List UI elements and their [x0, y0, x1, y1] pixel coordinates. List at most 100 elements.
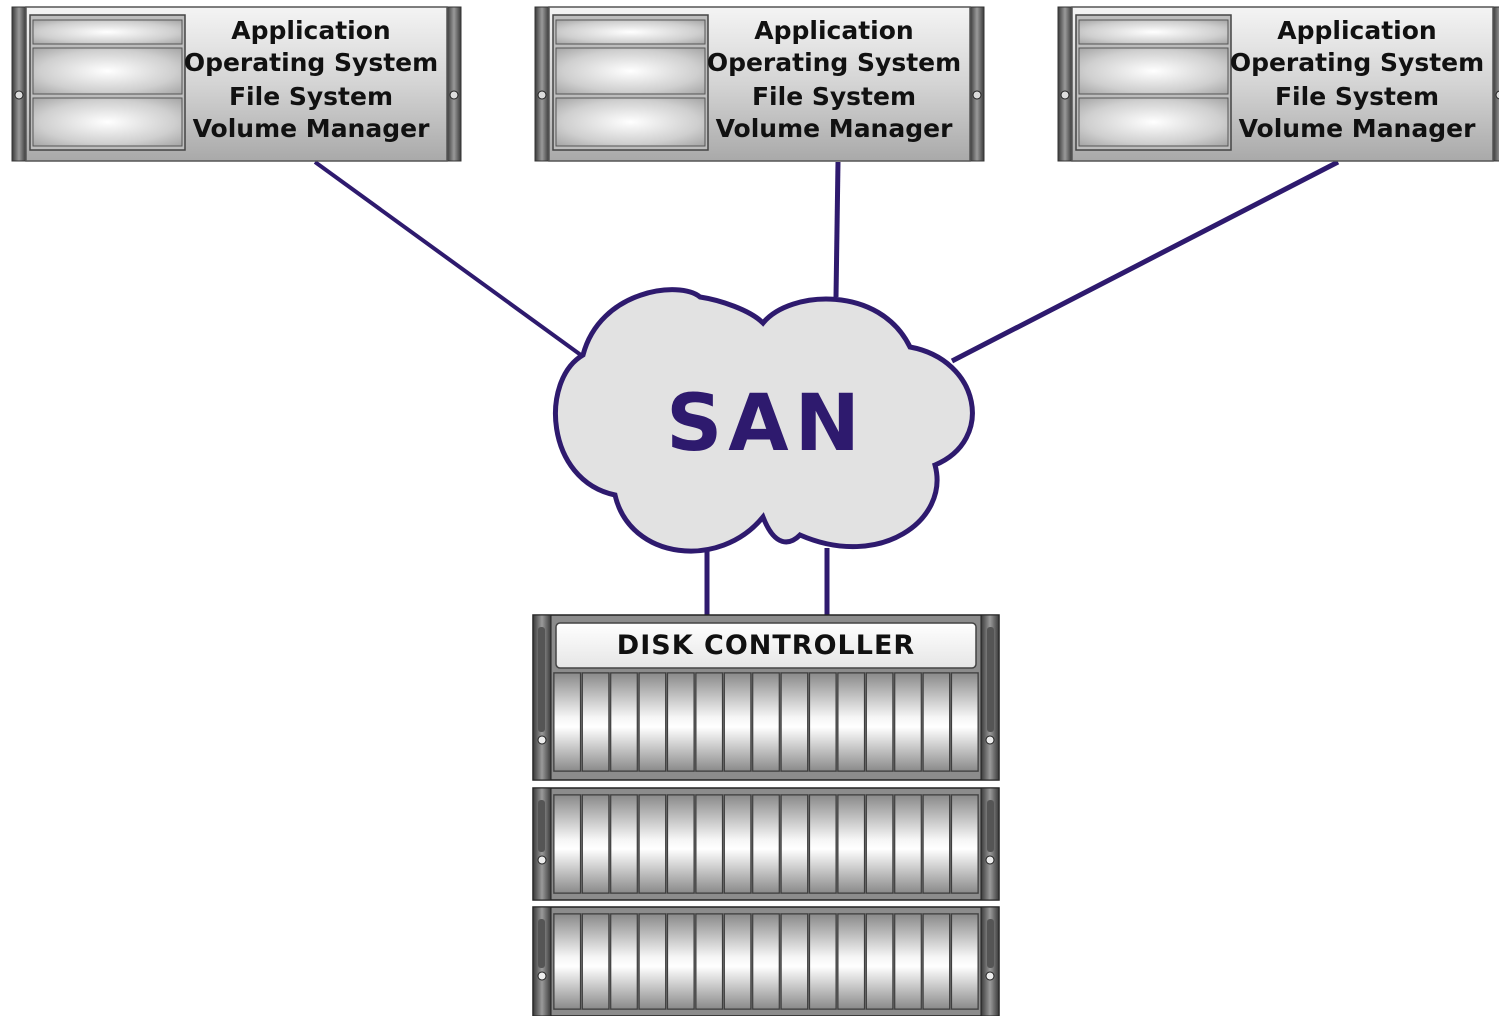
drive-bay-slot: [555, 97, 706, 147]
drive-bay-slot: [32, 97, 183, 147]
disk-shelf-2: [532, 787, 1000, 901]
disk-drive: [922, 794, 951, 894]
server-label-file-system: File System: [1275, 82, 1439, 111]
san-label: SAN: [666, 379, 866, 469]
server-label-application: Application: [231, 16, 390, 45]
disk-drive: [780, 794, 809, 894]
disk-drive: [695, 794, 723, 894]
drive-bay-slot: [1078, 19, 1229, 45]
disk-drive: [553, 794, 581, 894]
rack-screw-icon: [985, 855, 995, 865]
server-label-volume-manager: Volume Manager: [193, 114, 430, 143]
server-label-application: Application: [1277, 16, 1436, 45]
rack-ear-right: [446, 6, 462, 162]
rack-screw-icon: [1495, 90, 1499, 100]
server-label-volume-manager: Volume Manager: [716, 114, 953, 143]
rack-screw-icon: [537, 971, 547, 981]
shelf-handle-left: [538, 627, 545, 732]
shelf-handle-left: [538, 919, 545, 968]
disk-drive: [894, 794, 922, 894]
link-server-2-to-san: [833, 161, 841, 298]
rack-ear-left: [534, 6, 550, 162]
disk-drive: [780, 672, 809, 772]
rack-ear-right: [969, 6, 985, 162]
server-label-operating-system: Operating System: [707, 48, 961, 77]
disk-drive: [837, 794, 865, 894]
drive-bay-slot: [32, 47, 183, 95]
disk-drive: [752, 672, 780, 772]
disk-drive: [553, 672, 581, 772]
drive-bay-slot: [1078, 97, 1229, 147]
disk-drive: [922, 672, 951, 772]
drive-bay-slot: [32, 19, 183, 45]
shelf-handle-right: [987, 627, 994, 732]
link-server-1-to-san: [313, 160, 587, 360]
rack-ear-left: [11, 6, 27, 162]
shelf-handle-right: [987, 919, 994, 968]
server-label-file-system: File System: [229, 82, 393, 111]
disk-drive: [837, 672, 865, 772]
network-links: [313, 159, 1340, 616]
rack-ear-right: [1492, 6, 1499, 162]
rack-ear-left: [1057, 6, 1073, 162]
rack-screw-icon: [1060, 90, 1070, 100]
disk-drive: [638, 672, 667, 772]
disk-drive: [809, 794, 837, 894]
disk-drive: [610, 913, 638, 1010]
drive-bay-slot: [1078, 47, 1229, 95]
server-label-volume-manager: Volume Manager: [1239, 114, 1476, 143]
disk-drive: [809, 672, 837, 772]
disk-drive: [865, 794, 894, 894]
disk-drive: [951, 913, 979, 1010]
shelf-handle-right: [987, 800, 994, 852]
controller-label-plate: [555, 622, 977, 669]
disk-drive: [667, 672, 695, 772]
disk-shelf-3: [532, 906, 1000, 1016]
disk-drive: [581, 913, 610, 1010]
san-cloud: SAN: [553, 287, 975, 554]
disk-drive: [752, 913, 780, 1010]
rack-screw-icon: [537, 90, 547, 100]
disk-drive: [780, 913, 809, 1010]
rack-screw-icon: [985, 971, 995, 981]
disk-drive: [837, 913, 865, 1010]
disk-drive: [865, 672, 894, 772]
rack-screw-icon: [14, 90, 24, 100]
rack-screw-icon: [449, 90, 459, 100]
storage-array: DISK CONTROLLER: [532, 614, 1000, 1016]
controller-shelf: DISK CONTROLLER: [532, 614, 1000, 781]
disk-drive: [581, 672, 610, 772]
rack-screw-icon: [537, 735, 547, 745]
shelf-handle-left: [538, 800, 545, 852]
san-cloud-shape: [553, 287, 975, 554]
drive-bay-slot: [555, 47, 706, 95]
disk-drive: [752, 794, 780, 894]
controller-label: DISK CONTROLLER: [617, 630, 915, 661]
disk-drive: [951, 794, 979, 894]
rack-screw-icon: [972, 90, 982, 100]
disk-drive: [865, 913, 894, 1010]
server-label-application: Application: [754, 16, 913, 45]
drive-bay-slot: [555, 19, 706, 45]
disk-drive: [553, 913, 581, 1010]
server-label-operating-system: Operating System: [1230, 48, 1484, 77]
disk-drive: [610, 794, 638, 894]
disk-drive: [667, 913, 695, 1010]
disk-drive: [723, 672, 752, 772]
disk-drive: [894, 913, 922, 1010]
disk-drive: [610, 672, 638, 772]
rack-screw-icon: [985, 735, 995, 745]
disk-drive: [894, 672, 922, 772]
disk-drive: [695, 672, 723, 772]
disk-drive: [809, 913, 837, 1010]
link-server-3-to-san: [950, 159, 1340, 364]
disk-drive: [667, 794, 695, 894]
server-label-operating-system: Operating System: [184, 48, 438, 77]
disk-drive: [723, 913, 752, 1010]
disk-drive: [638, 794, 667, 894]
